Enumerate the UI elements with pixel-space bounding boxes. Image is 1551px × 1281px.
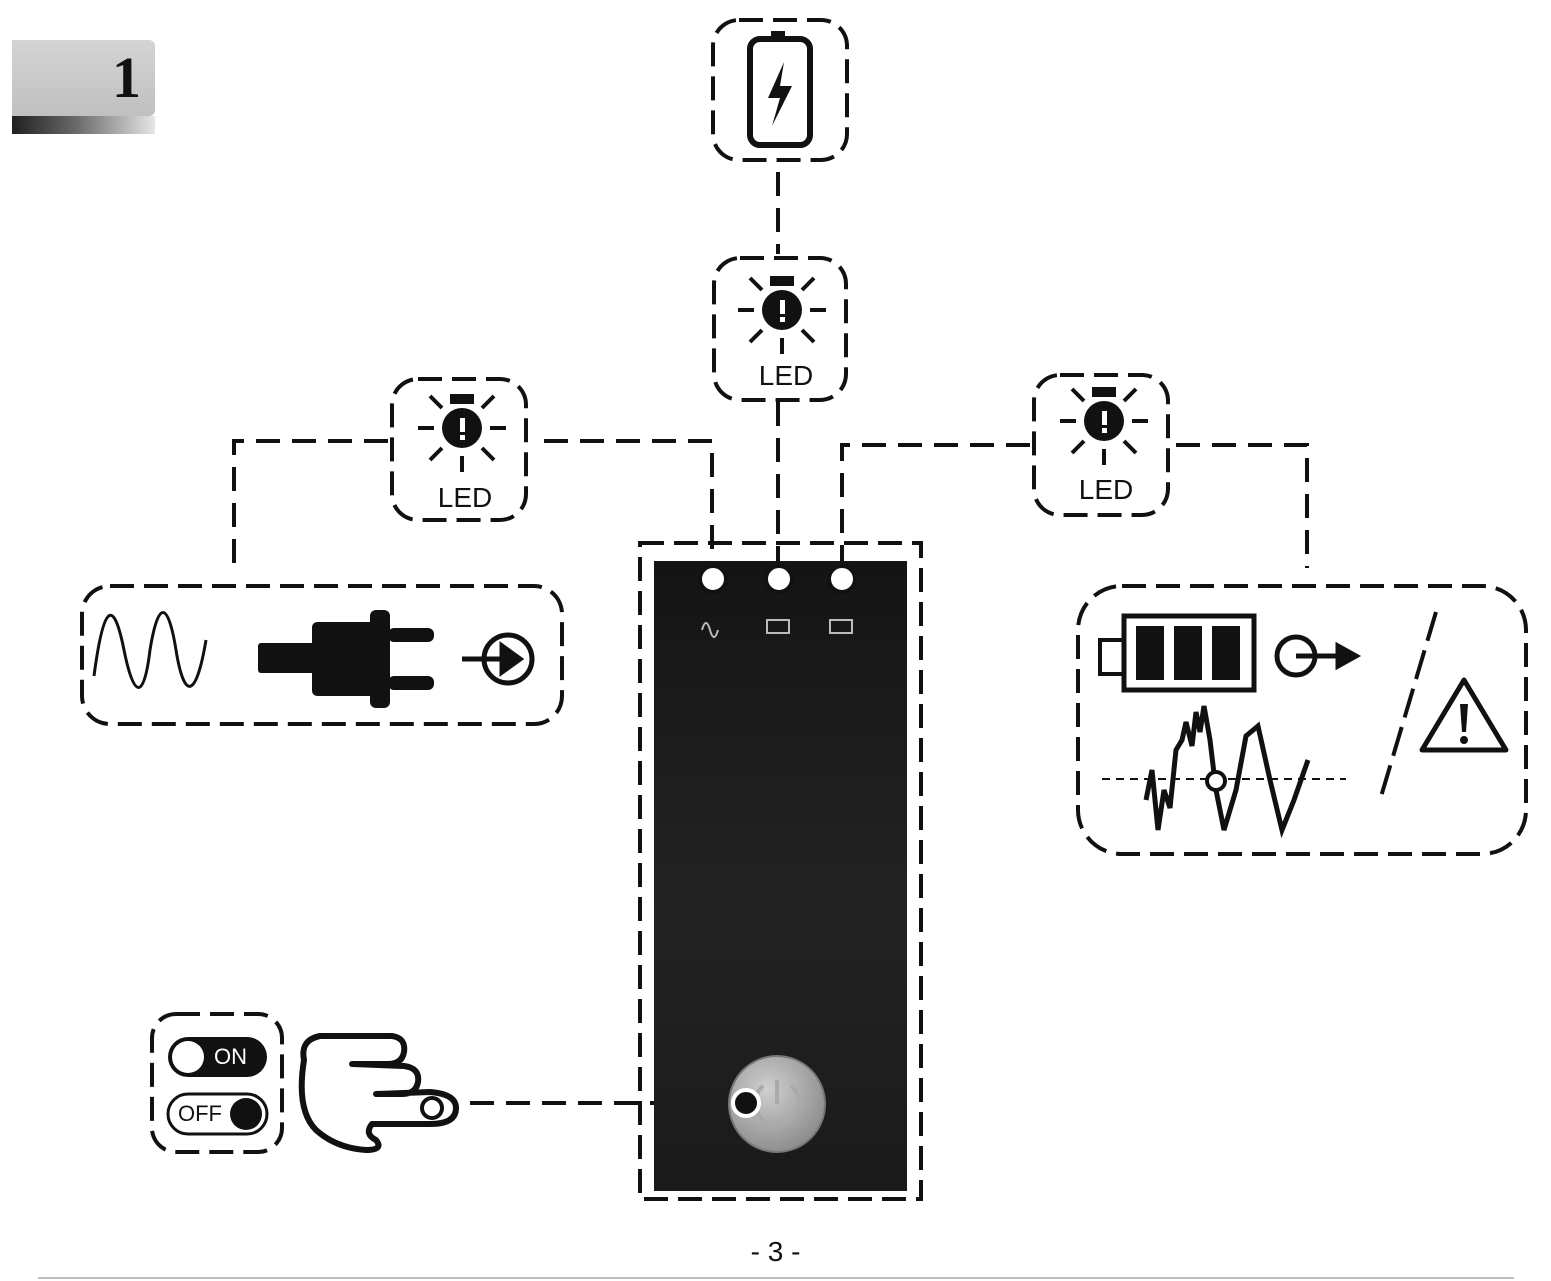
page-number: - 3 - (750, 1236, 801, 1267)
toggle-on-label: ON (214, 1044, 247, 1069)
left-led-label: LED (437, 482, 493, 513)
battery-fault-box (1076, 584, 1528, 856)
ac-sine-wave-icon (92, 611, 208, 689)
led-light-icon (738, 276, 826, 354)
center-led-label: LED (758, 360, 814, 391)
led-box-center (712, 256, 848, 402)
ac-wave-small-icon (701, 622, 719, 638)
panel-led-fault (827, 564, 857, 634)
led-light-icon (1060, 387, 1148, 465)
footer-rule (38, 1277, 1514, 1279)
led-light-icon (418, 394, 506, 472)
battery-warning-small-icon (829, 619, 853, 634)
panel-led-battery (764, 564, 794, 634)
section-tab-bar (12, 116, 155, 134)
toggle-on-icon (168, 1037, 267, 1077)
toggle-off-label: OFF (178, 1101, 222, 1126)
section-number: 1 (112, 45, 141, 110)
battery-full-icon (1098, 613, 1257, 693)
warning-triangle-icon (1419, 677, 1509, 753)
battery-charging-icon (747, 31, 813, 148)
power-plug-icon (258, 610, 434, 708)
power-button[interactable] (728, 1055, 826, 1153)
on-off-box (150, 1012, 284, 1154)
hand-pointing-icon (298, 1033, 459, 1153)
led-box-right (1032, 373, 1170, 517)
arrow-into-circle-icon (462, 632, 535, 686)
led-box-left (390, 377, 528, 522)
right-led-label: LED (1078, 474, 1134, 505)
panel-led-ac (698, 564, 728, 638)
ac-input-box (80, 584, 564, 726)
distorted-wave-icon (1102, 705, 1346, 839)
separator-slash (1378, 611, 1438, 801)
toggle-off-icon (166, 1092, 269, 1136)
battery-small-icon (766, 619, 790, 634)
arrow-out-of-circle-icon (1274, 634, 1362, 678)
section-tab: 1 (12, 40, 155, 116)
charging-battery-box (711, 18, 849, 162)
